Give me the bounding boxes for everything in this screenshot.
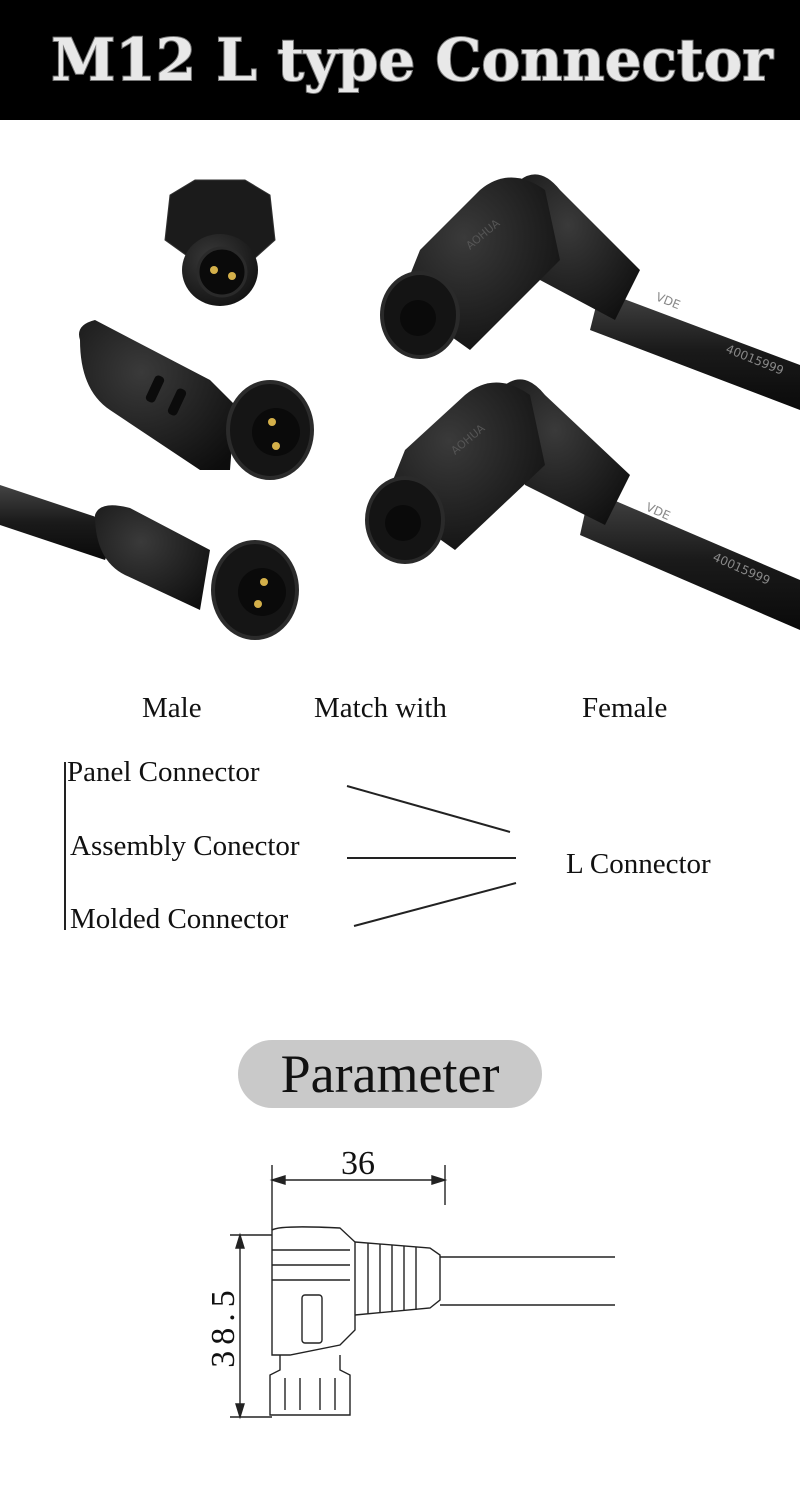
assembly-connector-label: Assembly Conector — [70, 830, 300, 862]
height-dimension: 38.5 — [205, 1284, 242, 1368]
female-label: Female — [582, 692, 668, 724]
product-photo: AOHUA VDE 40015999 AOHUA VDE 40015999 — [0, 174, 800, 640]
molded-link-line — [353, 882, 517, 927]
parameter-heading: Parameter — [280, 1044, 500, 1104]
parameter-heading-pill: Parameter — [238, 1040, 542, 1108]
panel-connector-image — [164, 179, 276, 306]
l-connector-label: L Connector — [566, 848, 711, 880]
male-label: Male — [142, 692, 202, 724]
width-dimension: 36 — [341, 1145, 375, 1182]
assembly-connector-image — [79, 320, 314, 480]
panel-connector-label: Panel Connector — [67, 756, 260, 788]
female-l-connector-bottom-image: AOHUA VDE 40015999 — [365, 379, 800, 630]
dimension-drawing: 36 38.5 — [205, 1145, 615, 1420]
molded-connector-label: Molded Connector — [70, 903, 289, 935]
title-banner: M12 L type Connector — [0, 0, 800, 120]
female-l-connector-top-image: AOHUA VDE 40015999 — [380, 174, 800, 410]
match-with-label: Match with — [314, 692, 447, 724]
matching-diagram — [64, 762, 517, 930]
vde-marking: VDE — [654, 290, 682, 312]
title-svg: M12 L type Connector — [50, 25, 775, 95]
page-title: M12 L type Connector — [51, 26, 774, 94]
molded-connector-image — [0, 485, 299, 640]
panel-link-line — [346, 785, 511, 833]
